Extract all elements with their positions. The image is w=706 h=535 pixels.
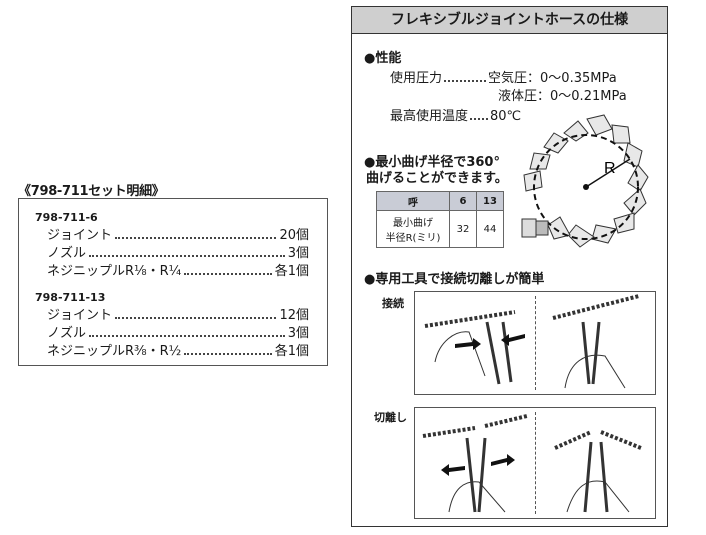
tool-pliers: [485, 321, 513, 385]
air-label: 空気圧：: [488, 71, 541, 86]
joint-segment: [586, 114, 613, 136]
nipple-nut: [535, 220, 549, 236]
list-item: ネジニップルR⅛・R¼ 各1個: [47, 261, 309, 279]
arrow-left-icon: [501, 334, 525, 346]
joint-segment: [567, 224, 595, 248]
disconnect-tool-art: [422, 414, 642, 513]
table-cell: 32: [449, 210, 477, 248]
connect-illustration: [414, 291, 656, 395]
disconnect-label: 切離し: [374, 411, 407, 424]
hand-outline: [434, 331, 486, 377]
item-qty: 各1個: [274, 264, 309, 279]
group-code: 798-711-13: [35, 291, 106, 304]
dot-leader: [89, 255, 285, 257]
item-qty: 3個: [287, 246, 309, 261]
list-item: ノズル 3個: [47, 243, 309, 261]
table-header: 13: [476, 191, 504, 211]
air-value: 0〜0.35MPa: [540, 71, 617, 86]
table-row-label: 最小曲げ 半径R(ミリ): [376, 210, 450, 248]
pressure-label: 使用圧力: [390, 71, 443, 86]
bend-circle: [533, 134, 639, 240]
temp-value: 80℃: [490, 109, 522, 124]
dot-leader: [89, 335, 285, 337]
tool-pliers: [465, 437, 487, 513]
item-qty: 20個: [279, 228, 309, 243]
radius-label: R: [604, 160, 616, 177]
pressure-row: 使用圧力 空気圧：0〜0.35MPa: [390, 67, 617, 86]
dot-leader: [444, 80, 487, 82]
panel-divider: [535, 296, 536, 390]
list-item: ジョイント 20個: [47, 225, 309, 243]
table-header: 呼: [376, 191, 450, 211]
item-name: ネジニップルR⅜・R½: [47, 344, 182, 359]
list-item: ネジニップルR⅜・R½ 各1個: [47, 341, 309, 359]
joint-segment: [591, 224, 617, 244]
joint-segment: [529, 152, 551, 170]
liquid-label: 液体圧：: [498, 89, 551, 104]
dot-leader: [184, 273, 272, 275]
set-details-box: 798-711-6 ジョイント 20個 ノズル 3個 ネジニップルR⅛・R¼ 各…: [18, 198, 328, 366]
center-point: [583, 184, 589, 190]
item-name: ノズル: [47, 326, 87, 341]
hose-coil-diagram: R: [521, 114, 649, 248]
disconnect-illustration: [414, 407, 656, 519]
item-name: ノズル: [47, 246, 87, 261]
dot-leader: [115, 237, 277, 239]
item-name: ジョイント: [47, 308, 113, 323]
joint-segment: [613, 212, 635, 234]
performance-heading: ●性能: [364, 51, 402, 66]
row-label-line: 半径R(ミリ): [385, 233, 441, 244]
arrow-left-icon: [441, 464, 465, 476]
row-label-line: 最小曲げ: [393, 218, 433, 229]
tool-pliers: [581, 321, 601, 385]
radius-line: [585, 158, 631, 188]
item-qty: 12個: [279, 308, 309, 323]
temp-row: 最高使用温度 80℃: [390, 105, 521, 124]
bend-heading: ●最小曲げ半径で360°: [364, 155, 500, 170]
dot-leader: [115, 317, 277, 319]
list-item: ジョイント 12個: [47, 305, 309, 323]
hose-segment: [422, 414, 528, 438]
hose-segment: [552, 294, 640, 320]
connect-label: 接続: [382, 297, 404, 310]
panel-divider: [535, 412, 536, 514]
nipple-end: [521, 218, 537, 238]
hand-outline: [448, 481, 506, 513]
table-row: 最小曲げ 半径R(ミリ) 32 44: [376, 210, 504, 248]
hand-outline: [566, 480, 630, 513]
table-cell: 44: [476, 210, 504, 248]
tool-heading: ●専用工具で接続切離しが簡単: [364, 272, 545, 287]
liquid-value: 0〜0.21MPa: [550, 89, 627, 104]
group-code: 798-711-6: [35, 211, 98, 224]
spec-panel: フレキシブルジョイントホースの仕様 ●性能 使用圧力空気圧：0〜0.35MPa …: [351, 6, 668, 527]
joint-segment: [543, 132, 569, 154]
temp-label: 最高使用温度: [390, 109, 469, 124]
table-header-row: 呼 6 13: [376, 191, 504, 211]
item-name: ネジニップルR⅛・R¼: [47, 264, 182, 279]
spec-title: フレキシブルジョイントホースの仕様: [352, 7, 667, 34]
dot-leader: [470, 118, 489, 120]
hose-segment: [554, 430, 642, 450]
item-name: ジョイント: [47, 228, 113, 243]
set-details-title: 《798-711セット明細》: [18, 184, 165, 199]
tool-pliers: [583, 441, 609, 513]
item-qty: 各1個: [274, 344, 309, 359]
dot-leader: [184, 353, 272, 355]
connect-tool-art: [424, 294, 640, 389]
arrow-right-icon: [455, 338, 481, 350]
item-qty: 3個: [287, 326, 309, 341]
hose-segment: [424, 310, 516, 328]
bend-heading-line2: 曲げることができます。: [366, 171, 508, 186]
table-header: 6: [449, 191, 477, 211]
joint-segment: [523, 170, 543, 192]
joint-segment: [611, 124, 631, 144]
list-item: ノズル 3個: [47, 323, 309, 341]
arrow-right-icon: [491, 454, 515, 466]
bend-radius-table: 呼 6 13 最小曲げ 半径R(ミリ) 32 44: [376, 191, 504, 248]
hand-outline: [564, 354, 626, 389]
liquid-row: 液体圧：0〜0.21MPa: [498, 85, 627, 104]
